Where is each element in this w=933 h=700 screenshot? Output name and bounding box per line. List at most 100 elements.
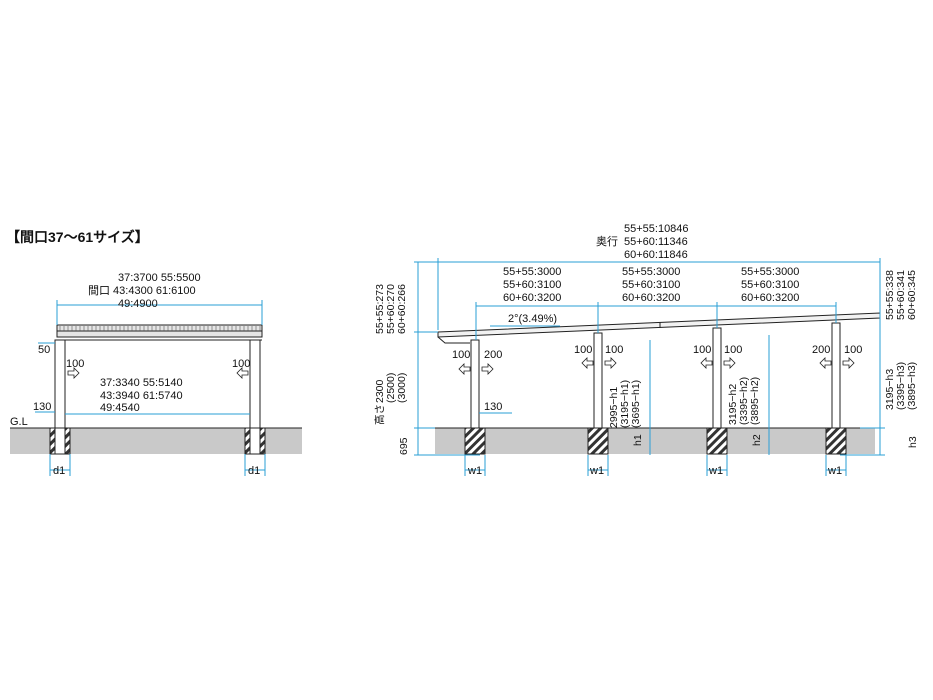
side-ground <box>435 428 875 454</box>
front-dim-130: 130 <box>33 401 51 413</box>
side-post1-left: 100 <box>452 349 470 361</box>
side-post1-arrow-left-icon <box>458 363 471 375</box>
side-right-top-dims: 55+55:338 55+60:341 60+60:345 <box>884 270 918 320</box>
side-h1-1: 2995−h1 <box>608 387 620 428</box>
side-post-3 <box>712 327 722 429</box>
side-post-1 <box>470 339 480 429</box>
side-h2-values: 3195−h2 (3395−h2) (3895−h2) <box>727 377 761 425</box>
side-post2-right: 100 <box>605 344 623 356</box>
side-span-b-2: 55+60:3100 <box>622 279 680 291</box>
side-post2-arrow-right-icon <box>604 357 617 369</box>
front-gl-label: G.L <box>10 416 28 428</box>
front-dim-100-left: 100 <box>66 358 84 370</box>
side-height-3: (3000) <box>396 373 408 403</box>
side-right-top-3: 60+60:345 <box>906 270 918 320</box>
side-foundation-2 <box>587 427 609 455</box>
front-roof-corrugation <box>59 326 261 331</box>
side-span-b-3: 60+60:3200 <box>622 292 680 304</box>
side-left-top-2: 55+60:270 <box>385 284 397 334</box>
side-slope: 2°(3.49%) <box>508 313 557 325</box>
side-height-label: 高さ <box>373 404 386 425</box>
side-span-a: 55+55:3000 55+60:3100 60+60:3200 <box>503 266 561 304</box>
side-span-c: 55+55:3000 55+60:3100 60+60:3200 <box>741 266 799 304</box>
front-width-line3: 49:4900 <box>118 298 158 310</box>
front-d1-right: d1 <box>248 465 260 477</box>
side-post1-right: 200 <box>484 349 502 361</box>
side-height-values: 2300 (2500) (3000) <box>374 373 408 403</box>
side-post4-right: 100 <box>844 344 862 356</box>
side-h2-3: (3895−h2) <box>749 377 761 425</box>
side-view: 55+55:10846 奥行 55+60:11346 60+60:11846 5… <box>373 223 919 477</box>
side-w1-3: w1 <box>708 465 723 477</box>
side-span-c-3: 60+60:3200 <box>741 292 799 304</box>
front-width-line2: 間口 43:4300 61:6100 <box>88 284 196 297</box>
side-h2-2: (3395−h2) <box>738 377 750 425</box>
side-depth-label: 奥行 <box>596 234 618 248</box>
side-span-b-1: 55+55:3000 <box>622 266 680 278</box>
side-post3-arrow-right-icon <box>723 357 736 369</box>
side-roof <box>437 312 881 338</box>
side-span-a-2: 55+60:3100 <box>503 279 561 291</box>
side-depth-3: 60+60:11846 <box>624 249 688 261</box>
side-post1-arrow-right-icon <box>481 363 494 375</box>
front-arrow-right-icon <box>67 367 80 379</box>
side-w1-2: w1 <box>589 465 604 477</box>
side-foundation-3 <box>706 427 728 455</box>
front-post-embed-right <box>249 427 261 455</box>
side-left-top-dims: 55+55:273 55+60:270 60+60:266 <box>374 284 408 334</box>
side-h3-values: 3195−h3 (3395−h3) (3895−h3) <box>884 362 918 410</box>
side-depth-695: 695 <box>398 437 410 455</box>
side-post-4 <box>831 322 841 429</box>
front-post-right <box>249 339 261 429</box>
side-w1-dims: w1 w1 w1 w1 <box>464 455 847 477</box>
side-h3-3: (3895−h3) <box>906 362 918 410</box>
side-h1-2: (3195−h1) <box>619 380 631 428</box>
side-post1-bottom: 130 <box>484 401 502 413</box>
side-span-b: 55+55:3000 55+60:3100 60+60:3200 <box>622 266 680 304</box>
front-inner-line1: 37:3340 55:5140 <box>100 377 183 389</box>
side-span-a-3: 60+60:3200 <box>503 292 561 304</box>
side-post2-left: 100 <box>574 344 592 356</box>
side-height-2: (2500) <box>385 373 397 403</box>
front-post-left <box>54 339 66 429</box>
side-post4-left: 200 <box>812 344 830 356</box>
side-left-top-1: 55+55:273 <box>374 284 386 334</box>
front-inner-line3: 49:4540 <box>100 402 140 414</box>
side-post3-right: 100 <box>724 344 742 356</box>
side-depth-1: 55+55:10846 <box>624 223 689 235</box>
side-right-top-1: 55+55:338 <box>884 270 896 320</box>
side-h1-values: 2995−h1 (3195−h1) (3695−h1) <box>608 380 642 428</box>
front-width-line1: 37:3700 55:5500 <box>118 272 201 284</box>
front-arrow-left-icon <box>236 367 249 379</box>
side-height-1: 2300 <box>374 379 386 403</box>
side-h3-1: 3195−h3 <box>884 369 896 410</box>
side-span-c-1: 55+55:3000 <box>741 266 799 278</box>
side-h2-group: h2 <box>751 434 763 446</box>
side-post2-arrow-left-icon <box>581 357 594 369</box>
side-h1-group: h1 <box>632 434 644 446</box>
side-foundation-4 <box>825 427 847 455</box>
front-inner-line2: 43:3940 61:5740 <box>100 390 183 402</box>
side-h3: h3 <box>907 436 919 448</box>
side-left-top-3: 60+60:266 <box>396 284 408 334</box>
side-right-top-2: 55+60:341 <box>895 270 907 320</box>
front-dim-50: 50 <box>38 344 50 356</box>
side-h3-2: (3395−h3) <box>895 362 907 410</box>
side-h2: h2 <box>751 434 763 446</box>
side-span-a-1: 55+55:3000 <box>503 266 561 278</box>
side-gutter <box>437 336 470 344</box>
front-post-embed-left <box>54 427 66 455</box>
front-dim-100-right: 100 <box>232 358 250 370</box>
side-depth-2: 55+60:11346 <box>624 236 688 248</box>
side-h2-1: 3195−h2 <box>727 384 739 425</box>
side-height-dims: 高さ <box>373 404 386 425</box>
side-post3-left: 100 <box>693 344 711 356</box>
side-post4-arrow-right-icon <box>842 357 855 369</box>
side-post-2 <box>593 332 603 429</box>
side-foundation-1 <box>464 427 486 455</box>
side-w1-4: w1 <box>827 465 842 477</box>
front-d1-left: d1 <box>53 465 65 477</box>
side-h1-3: (3695−h1) <box>630 380 642 428</box>
side-span-c-2: 55+60:3100 <box>741 279 799 291</box>
